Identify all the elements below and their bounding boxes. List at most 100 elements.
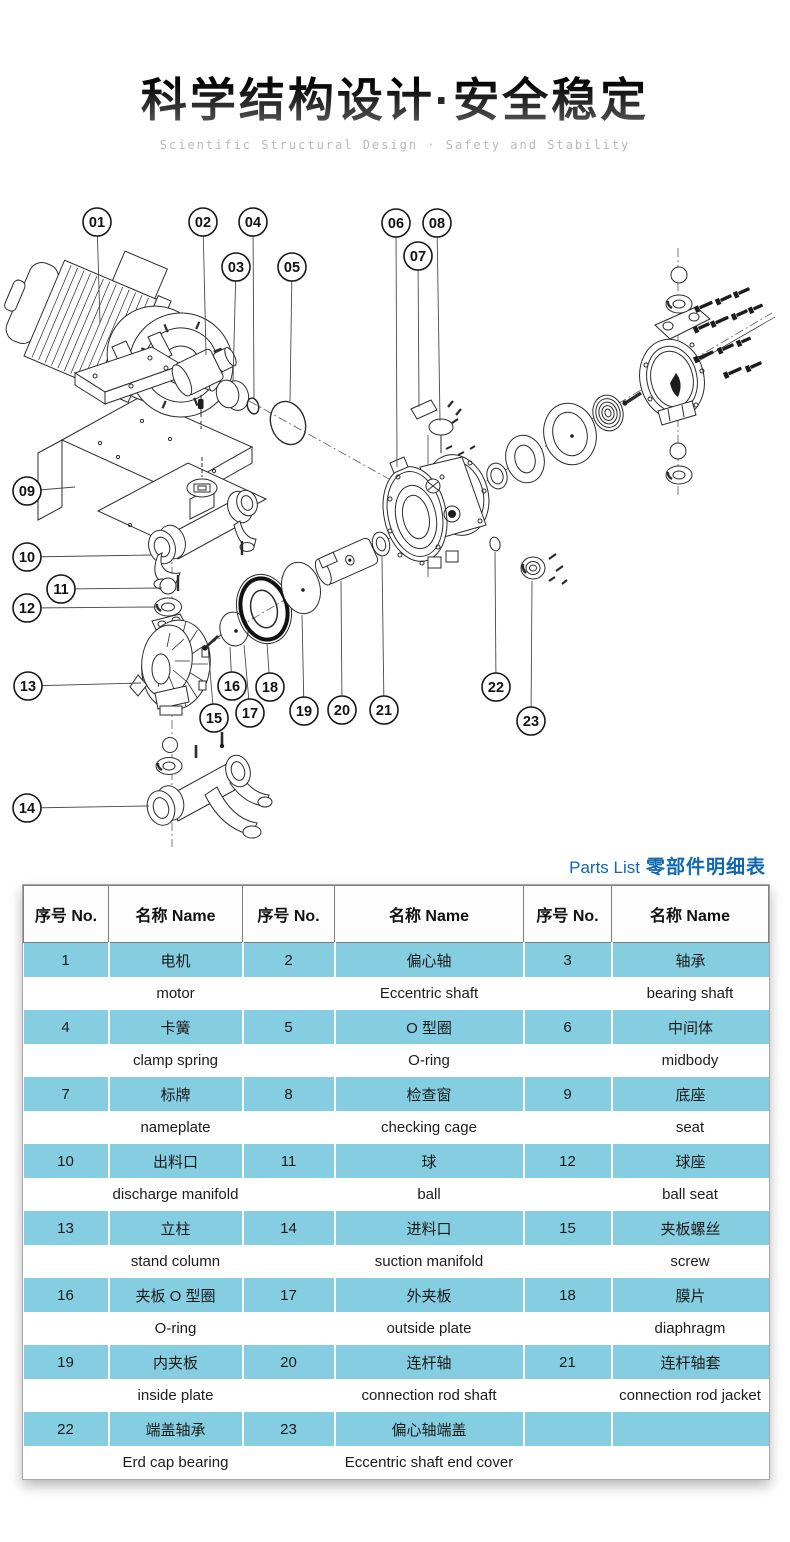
cell-spacer <box>242 1178 335 1211</box>
flange-bolts <box>692 287 763 379</box>
ball-lower <box>163 738 178 753</box>
cell-part-name-zh: 外夹板 <box>333 1278 524 1312</box>
cell-part-name-zh: 连杆轴 <box>333 1345 524 1379</box>
svg-text:03: 03 <box>228 260 244 276</box>
header-name: 名称 Name <box>334 885 524 943</box>
cell-part-name-zh: 连杆轴套 <box>610 1345 769 1379</box>
svg-text:07: 07 <box>410 249 426 265</box>
cell-spacer <box>23 1178 109 1211</box>
o-ring <box>265 397 312 450</box>
cell-spacer <box>242 977 335 1010</box>
suction-manifold <box>143 732 272 838</box>
cell-part-name-en: midbody <box>611 1044 769 1077</box>
callout-19: 19 <box>290 615 318 725</box>
cell-part-name-en: diaphragm <box>611 1312 769 1345</box>
svg-text:17: 17 <box>242 706 258 722</box>
inside-plate <box>276 558 325 618</box>
svg-text:14: 14 <box>19 801 35 817</box>
cell-part-no: 12 <box>522 1144 612 1178</box>
air-chamber-rings <box>484 398 603 491</box>
clamp-spring <box>246 397 261 415</box>
cell-part-no: 13 <box>23 1211 109 1245</box>
cell-part-name-zh: 球座 <box>610 1144 769 1178</box>
svg-text:10: 10 <box>19 550 35 566</box>
callout-08: 08 <box>423 209 451 421</box>
ball-upper <box>160 578 176 594</box>
cell-spacer <box>523 1312 612 1345</box>
cell-part-name-zh: 偏心轴端盖 <box>333 1412 524 1446</box>
callout-13: 13 <box>14 672 141 700</box>
cell-spacer <box>242 1245 335 1278</box>
cell-part-name-en: nameplate <box>108 1111 243 1144</box>
cell-part-no: 11 <box>241 1144 335 1178</box>
shaft-bolt <box>622 393 641 406</box>
callout-21: 21 <box>370 557 398 724</box>
cell-spacer <box>242 1111 335 1144</box>
cell-part-name-en: inside plate <box>108 1379 243 1412</box>
svg-text:04: 04 <box>245 215 261 231</box>
cell-part-name-zh: 内夹板 <box>107 1345 243 1379</box>
cell-part-no: 4 <box>23 1010 109 1044</box>
cell-part-name-zh: 轴承 <box>610 942 769 977</box>
cell-part-no: 8 <box>241 1077 335 1111</box>
cell-spacer <box>23 1245 109 1278</box>
cell-part-name-en: bearing shaft <box>611 977 769 1010</box>
callout-04: 04 <box>239 208 267 398</box>
cell-part-name-zh: 端盖轴承 <box>107 1412 243 1446</box>
cell-spacer <box>523 1245 612 1278</box>
cell-part-name-en: connection rod shaft <box>334 1379 524 1412</box>
cell-part-no: 19 <box>23 1345 109 1379</box>
cell-spacer <box>523 1379 612 1412</box>
callout-18: 18 <box>256 643 284 701</box>
cell-spacer <box>23 1044 109 1077</box>
svg-text:23: 23 <box>523 714 539 730</box>
callout-01: 01 <box>83 208 111 323</box>
svg-text:11: 11 <box>53 582 68 598</box>
cell-spacer <box>523 977 612 1010</box>
svg-text:16: 16 <box>224 679 240 695</box>
svg-text:01: 01 <box>89 215 105 231</box>
cell-part-name-en: seat <box>611 1111 769 1144</box>
bearing-shaft <box>213 375 252 415</box>
callout-15: 15 <box>200 647 228 732</box>
header-no: 序号 No. <box>23 885 109 943</box>
svg-text:13: 13 <box>20 679 36 695</box>
pump-body <box>130 614 216 715</box>
cell-part-name-zh: 进料口 <box>333 1211 524 1245</box>
cell-spacer <box>23 1379 109 1412</box>
cell-part-name-zh: 球 <box>333 1144 524 1178</box>
callout-09: 09 <box>13 477 75 505</box>
ball-seat-upper <box>155 598 182 616</box>
cell-part-no: 21 <box>522 1345 612 1379</box>
cell-part-name-en: O-ring <box>334 1044 524 1077</box>
cell-part-name-zh: 中间体 <box>610 1010 769 1044</box>
cell-part-name-zh: 膜片 <box>610 1278 769 1312</box>
svg-text:06: 06 <box>388 216 404 232</box>
cell-part-no: 18 <box>522 1278 612 1312</box>
cell-part-no: 10 <box>23 1144 109 1178</box>
svg-text:12: 12 <box>19 601 35 617</box>
page-title: 科学结构设计·安全稳定 <box>0 64 790 130</box>
cell-part-name-zh: 卡簧 <box>107 1010 243 1044</box>
connection-rod-shaft <box>312 537 379 587</box>
cell-spacer <box>523 1178 612 1211</box>
svg-text:05: 05 <box>284 260 300 276</box>
cell-part-name-en: screw <box>611 1245 769 1278</box>
callout-02: 02 <box>189 208 217 355</box>
cell-part-name-en: Erd cap bearing <box>108 1446 243 1479</box>
cell-spacer <box>242 1044 335 1077</box>
callout-23: 23 <box>517 581 545 735</box>
header-no: 序号 No. <box>523 885 612 943</box>
cell-part-no: 14 <box>241 1211 335 1245</box>
